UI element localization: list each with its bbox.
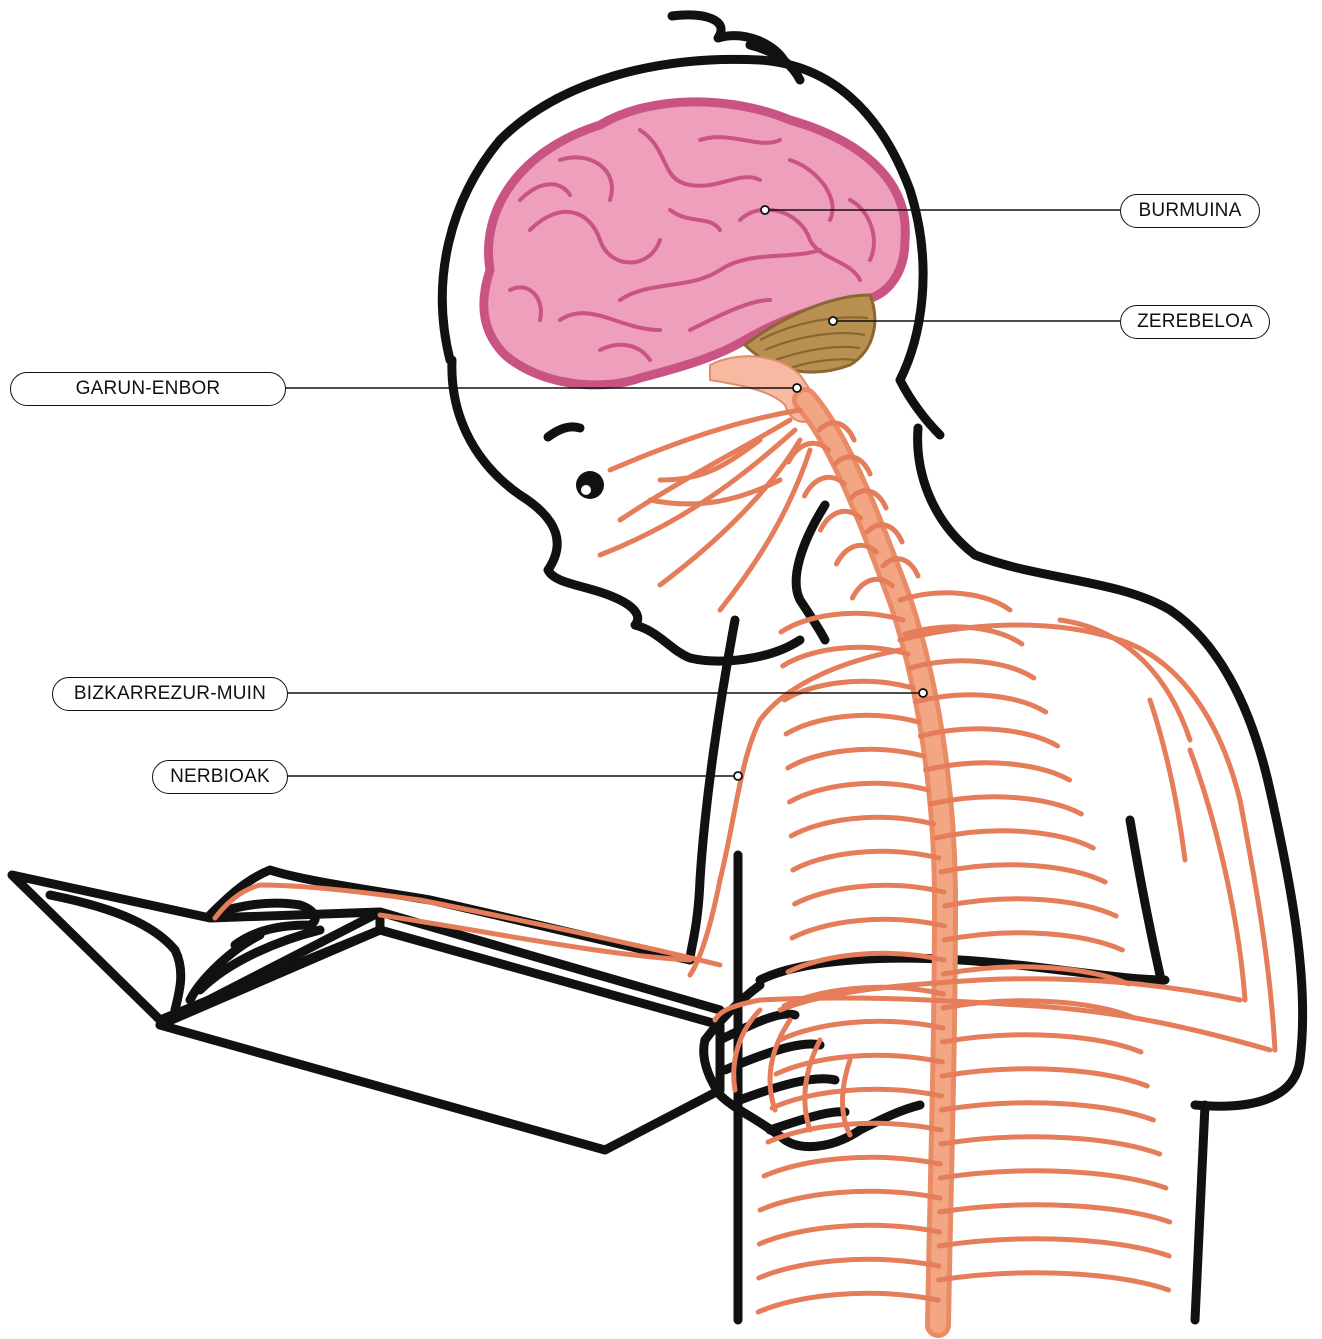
- nerve-branch: [944, 933, 1122, 950]
- nerves: [215, 410, 1275, 1312]
- finger-3: [740, 1079, 835, 1100]
- nerve-branch: [770, 1020, 790, 1110]
- nerve-branch: [793, 851, 939, 870]
- nerve-branch: [1150, 700, 1185, 860]
- nerve-branch: [776, 1055, 942, 1074]
- dot-zerebeloa: [829, 317, 837, 325]
- label-bizkarrezur-muin: BIZKARREZUR-MUIN: [52, 677, 288, 711]
- nerve-branch: [758, 1293, 938, 1312]
- eyebrow: [548, 427, 580, 437]
- torso-back: [1195, 1105, 1205, 1320]
- label-garun-enbor: GARUN-ENBOR: [10, 372, 286, 406]
- book-spine: [160, 912, 720, 1025]
- label-burmuina: BURMUINA: [1120, 194, 1260, 228]
- label-zerebeloa: ZEREBELOA: [1120, 305, 1270, 339]
- arm-back: [1130, 820, 1160, 975]
- nerve-branch: [1060, 620, 1190, 740]
- nerve-branch: [942, 1069, 1147, 1086]
- nerve-branch: [764, 1157, 940, 1176]
- label-nerbioak: NERBIOAK: [152, 760, 288, 794]
- book-page-1: [50, 895, 181, 1010]
- nerve-branch: [941, 865, 1105, 882]
- nerve-branch: [795, 885, 944, 904]
- nerve-branch: [936, 831, 1094, 848]
- nerve-branch: [610, 410, 800, 470]
- nerve-branch: [900, 593, 1010, 610]
- dot-nerbioak: [734, 772, 742, 780]
- nerve-branch: [940, 1205, 1170, 1222]
- nerve-branch: [790, 783, 929, 802]
- dot-garun-enbor: [793, 384, 801, 392]
- spinal-cord-core: [805, 400, 945, 1325]
- nerve-branch: [820, 511, 860, 530]
- nerve-branch: [781, 613, 903, 632]
- nerve-branch: [760, 1191, 940, 1210]
- nerve-branch: [759, 1225, 939, 1244]
- nerve-branch: [940, 1171, 1166, 1188]
- nerve-branch: [780, 1021, 943, 1040]
- nerve-branch: [788, 749, 924, 768]
- nerve-branch: [759, 1259, 939, 1278]
- dot-burmuina: [761, 206, 769, 214]
- nerve-branch: [939, 1273, 1169, 1290]
- nerve-branch: [804, 477, 844, 496]
- nerve-branch: [600, 430, 795, 555]
- nerve-branch: [791, 817, 933, 836]
- eye: [576, 471, 604, 499]
- nerve-branch: [792, 919, 945, 938]
- nerve-branch: [786, 715, 918, 734]
- nerve-branch: [941, 1103, 1153, 1120]
- nerve-branch: [943, 1035, 1141, 1052]
- nerve-branch: [941, 1137, 1160, 1154]
- dot-bizkarrezur-muin: [919, 689, 927, 697]
- nerve-branch: [939, 1239, 1169, 1256]
- nerve-branch: [945, 899, 1116, 916]
